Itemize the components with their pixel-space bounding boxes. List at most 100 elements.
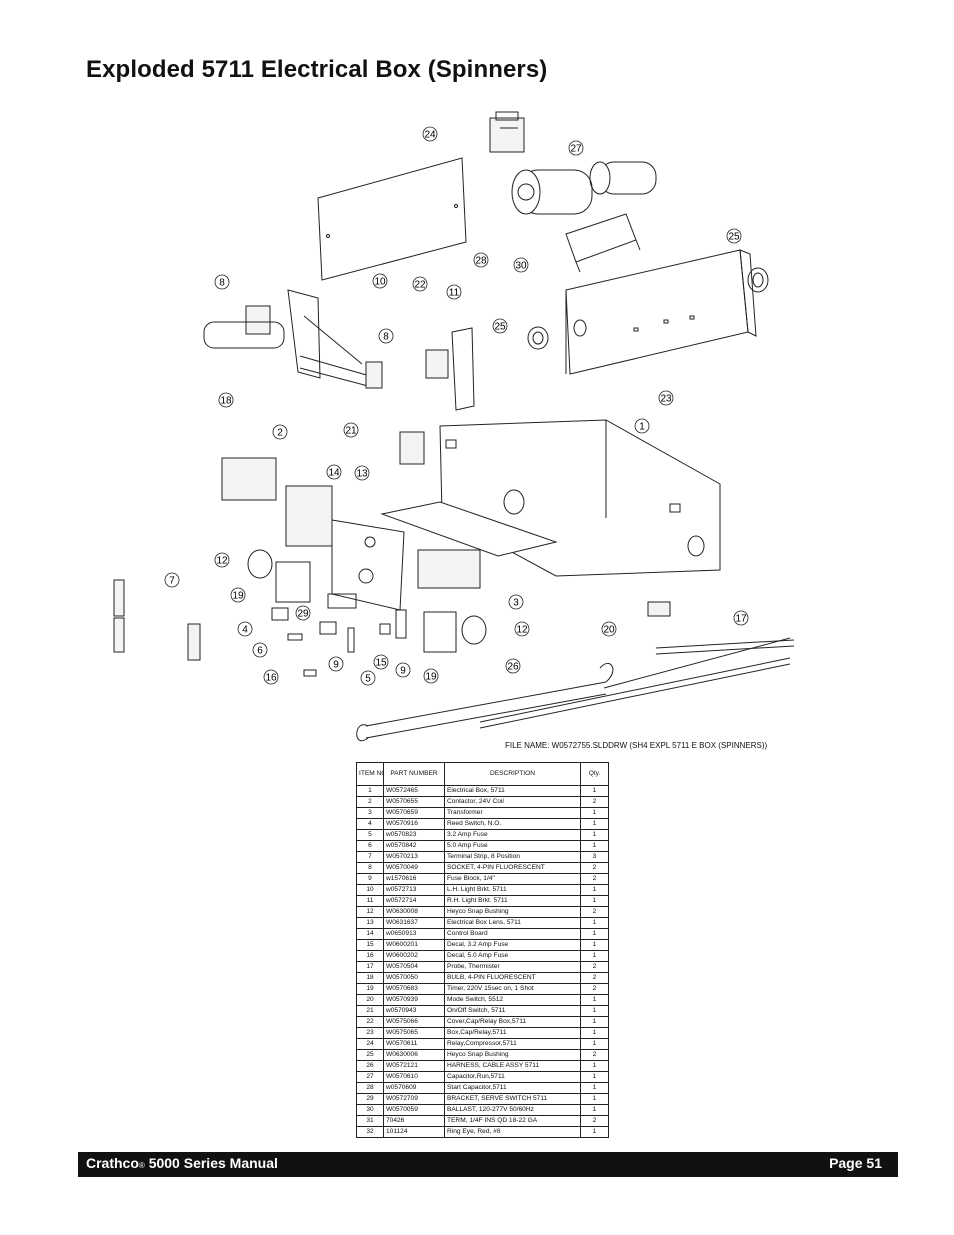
- cable-harness-drawing: [356, 637, 791, 741]
- callout-19: 19: [230, 587, 246, 603]
- cell-part-number: W0570610: [383, 1071, 445, 1083]
- cell-item-no: 12: [356, 906, 384, 918]
- box-lens-drawing: [380, 501, 558, 557]
- callout-circle: [252, 642, 268, 658]
- callout-1: 1: [634, 418, 650, 434]
- cell-description: R.H. Light Brkt. 5711: [444, 895, 581, 907]
- cell-description: Decal, 3.2 Amp Fuse: [444, 939, 581, 951]
- cell-item-no: 17: [356, 961, 384, 973]
- cell-part-number: W0570059: [383, 1104, 445, 1116]
- callout-8: 8: [378, 328, 394, 344]
- cap-relay-box-drawing: [565, 249, 757, 375]
- callout-label: 27: [570, 144, 582, 155]
- callout-circle: [395, 662, 411, 678]
- callout-circle: [422, 126, 438, 142]
- cell-qty: 1: [580, 939, 609, 951]
- cell-part-number: W0570611: [383, 1038, 445, 1050]
- callout-25: 25: [492, 318, 508, 334]
- cell-qty: 2: [580, 1049, 609, 1061]
- cell-part-number: W0570049: [383, 862, 445, 874]
- callout-7: 7: [164, 572, 180, 588]
- cell-description: Transformer: [444, 807, 581, 819]
- cell-part-number: w0650913: [383, 928, 445, 940]
- callout-circle: [263, 669, 279, 685]
- footer-manual-name: 5000 Series Manual: [144, 1155, 278, 1171]
- cell-item-no: 29: [356, 1093, 384, 1105]
- footer-page-number: Page 51: [829, 1155, 882, 1171]
- cell-description: Control Board: [444, 928, 581, 940]
- cell-description: Ring Eye, Red, #8: [444, 1126, 581, 1138]
- cell-qty: 1: [580, 840, 609, 852]
- cell-item-no: 2: [356, 796, 384, 808]
- snap-bushing-drawing: [747, 267, 769, 293]
- callout-circle: [726, 228, 742, 244]
- cell-item-no: 30: [356, 1104, 384, 1116]
- cell-part-number: W0570659: [383, 807, 445, 819]
- relay-box-cover-drawing: [317, 157, 467, 281]
- callout-label: 9: [400, 666, 406, 677]
- cell-part-number: W0631637: [383, 917, 445, 929]
- cell-item-no: 26: [356, 1060, 384, 1072]
- cell-description: SOCKET, 4-PIN FLUORESCENT: [444, 862, 581, 874]
- callout-label: 25: [728, 232, 740, 243]
- cell-qty: 2: [580, 972, 609, 984]
- callout-6: 6: [252, 642, 268, 658]
- callout-circle: [326, 464, 342, 480]
- callout-label: 16: [265, 673, 277, 684]
- cell-description: Capacitor,Run,5711: [444, 1071, 581, 1083]
- callout-label: 26: [507, 662, 519, 673]
- callout-8: 8: [214, 274, 230, 290]
- callout-label: 5: [365, 674, 371, 685]
- callout-18: 18: [218, 392, 234, 408]
- callout-label: 17: [735, 614, 747, 625]
- cell-item-no: 18: [356, 972, 384, 984]
- callout-circle: [354, 465, 370, 481]
- cell-qty: 1: [580, 807, 609, 819]
- cell-item-no: 14: [356, 928, 384, 940]
- cell-description: Decal, 5.0 Amp Fuse: [444, 950, 581, 962]
- cell-item-no: 3: [356, 807, 384, 819]
- cell-part-number: W0570655: [383, 796, 445, 808]
- cell-qty: 1: [580, 818, 609, 830]
- callout-circle: [360, 670, 376, 686]
- page-title: Exploded 5711 Electrical Box (Spinners): [86, 56, 548, 83]
- drawing-file-name: FILE NAME: W0572755.SLDDRW (SH4 EXPL 571…: [505, 741, 768, 750]
- cell-qty: 1: [580, 1005, 609, 1017]
- cell-description: BRACKET, SERVE SWITCH 5711: [444, 1093, 581, 1105]
- cell-part-number: W0570504: [383, 961, 445, 973]
- cell-part-number: W0570213: [383, 851, 445, 863]
- callout-label: 21: [345, 426, 357, 437]
- cell-description: Electrical Box, 5711: [444, 785, 581, 797]
- callout-27: 27: [568, 140, 584, 156]
- callout-circle: [508, 594, 524, 610]
- cell-description: BALLAST, 120-277V 50/60Hz: [444, 1104, 581, 1116]
- cell-qty: 1: [580, 1126, 609, 1138]
- cell-part-number: w0570823: [383, 829, 445, 841]
- cell-part-number: W0570683: [383, 983, 445, 995]
- callout-24: 24: [422, 126, 438, 142]
- callout-circle: [214, 274, 230, 290]
- callout-label: 23: [660, 394, 672, 405]
- callout-circle: [237, 621, 253, 637]
- callout-label: 11: [449, 288, 460, 299]
- cell-description: HARNESS, CABLE ASSY 5711: [444, 1060, 581, 1072]
- cell-description: 5.0 Amp Fuse: [444, 840, 581, 852]
- callout-label: 20: [603, 625, 615, 636]
- cell-description: On/Off Switch, 5711: [444, 1005, 581, 1017]
- callout-label: 2: [277, 428, 283, 439]
- callout-circle: [514, 621, 530, 637]
- cell-item-no: 4: [356, 818, 384, 830]
- callout-17: 17: [733, 610, 749, 626]
